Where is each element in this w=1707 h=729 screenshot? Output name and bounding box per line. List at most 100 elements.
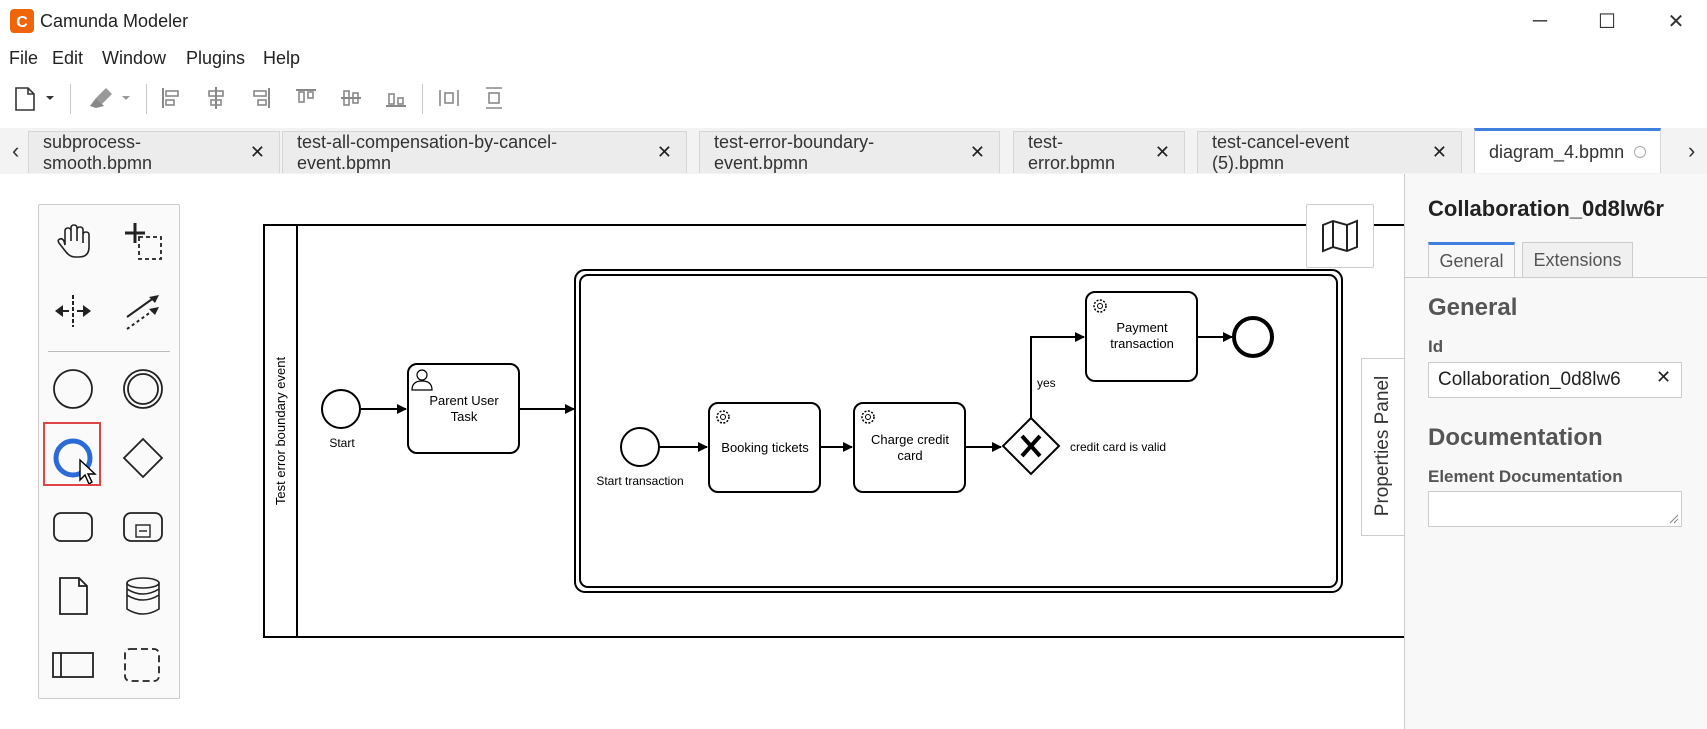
parent-user-task[interactable]: Parent User Task bbox=[407, 363, 520, 454]
menu-edit[interactable]: Edit bbox=[52, 48, 84, 68]
intermediate-event-icon bbox=[123, 369, 163, 409]
lasso-tool-button[interactable] bbox=[118, 216, 168, 266]
align-bottom-icon bbox=[386, 93, 406, 107]
create-task-button[interactable] bbox=[48, 502, 98, 552]
create-subprocess-button[interactable] bbox=[118, 502, 168, 552]
align-right-button[interactable] bbox=[248, 84, 274, 112]
close-window-button[interactable]: ✕ bbox=[1667, 10, 1685, 33]
toolbar-separator bbox=[146, 84, 147, 114]
maximize-button[interactable]: ☐ bbox=[1598, 10, 1616, 33]
charge-credit-card-task[interactable]: Charge credit card bbox=[853, 402, 966, 493]
gear-icon bbox=[861, 410, 875, 424]
gateway-icon bbox=[122, 437, 164, 479]
tab-label: subprocess-smooth.bpmn bbox=[43, 131, 153, 173]
tab-test-error-boundary-event[interactable]: test-error-boundary-event.bpmn ✕ bbox=[699, 131, 1000, 173]
id-label: Id bbox=[1428, 337, 1444, 356]
tab-scroll-right-button[interactable]: › bbox=[1688, 138, 1696, 163]
create-start-event-button[interactable] bbox=[48, 364, 98, 414]
element-documentation-input[interactable] bbox=[1428, 491, 1682, 527]
id-input[interactable] bbox=[1428, 362, 1682, 398]
create-gateway-button[interactable] bbox=[118, 433, 168, 483]
tab-test-all-compensation[interactable]: test-all-compensation-by-cancel-event.bp… bbox=[282, 131, 687, 173]
space-tool-button[interactable] bbox=[48, 286, 98, 336]
distribute-vertical-button[interactable] bbox=[481, 84, 507, 112]
menu-file[interactable]: File bbox=[9, 48, 39, 68]
tab-label: test-error-boundary-event.bpmn bbox=[714, 131, 875, 173]
create-intermediate-event-button[interactable] bbox=[118, 364, 168, 414]
pool-icon bbox=[52, 652, 94, 678]
align-center-button[interactable] bbox=[203, 84, 229, 112]
unsaved-indicator-icon bbox=[1634, 146, 1646, 158]
gear-icon bbox=[1093, 299, 1107, 313]
create-data-object-button[interactable] bbox=[48, 571, 98, 621]
toolbar-separator bbox=[70, 84, 71, 114]
map-icon bbox=[1322, 219, 1358, 253]
close-tab-icon[interactable]: ✕ bbox=[656, 142, 672, 162]
align-left-icon bbox=[162, 88, 179, 108]
align-top-button[interactable] bbox=[293, 84, 319, 112]
clear-id-button[interactable]: ✕ bbox=[1656, 367, 1672, 387]
menu-bar bbox=[0, 42, 1707, 74]
tab-scroll-left-button[interactable]: ‹ bbox=[12, 138, 20, 163]
menu-help[interactable]: Help bbox=[263, 48, 301, 68]
tab-label: diagram_4.bpmn bbox=[1489, 141, 1625, 162]
align-bottom-button[interactable] bbox=[383, 84, 409, 112]
mouse-cursor-icon bbox=[78, 458, 98, 491]
properties-panel-toggle[interactable] bbox=[1361, 358, 1406, 536]
start-event[interactable] bbox=[321, 389, 361, 429]
start-event-icon bbox=[53, 369, 93, 409]
create-end-event-button[interactable] bbox=[48, 433, 98, 483]
distribute-horizontal-icon bbox=[439, 90, 459, 106]
bpmn-diagram[interactable]: Test error boundary event Start Parent U… bbox=[0, 174, 1404, 729]
title-bar bbox=[0, 0, 1707, 42]
new-file-button[interactable] bbox=[10, 84, 56, 112]
end-event-icon bbox=[53, 438, 93, 478]
sequence-flow-yes[interactable] bbox=[1030, 332, 1085, 418]
end-event[interactable] bbox=[1232, 316, 1274, 358]
tab-test-error[interactable]: test-error.bpmn✕ bbox=[1013, 131, 1185, 173]
close-tab-icon[interactable]: ✕ bbox=[1154, 142, 1170, 162]
booking-tickets-task[interactable]: Booking tickets bbox=[708, 402, 821, 493]
tab-subprocess-smooth[interactable]: subprocess-smooth.bpmn ✕ bbox=[28, 131, 280, 173]
tab-test-cancel-event[interactable]: test-cancel-event (5).bpmn✕ bbox=[1197, 131, 1462, 173]
distribute-horizontal-button[interactable] bbox=[436, 84, 462, 112]
task-label: Payment bbox=[1116, 320, 1168, 335]
tab-diagram-4[interactable]: diagram_4.bpmn bbox=[1474, 128, 1661, 173]
align-middle-button[interactable] bbox=[338, 84, 364, 112]
create-pool-button[interactable] bbox=[48, 640, 98, 690]
create-data-store-button[interactable] bbox=[118, 571, 168, 621]
minimap-toggle-button[interactable] bbox=[1306, 204, 1374, 268]
payment-transaction-task[interactable]: Payment transaction bbox=[1085, 291, 1198, 382]
color-picker-button[interactable] bbox=[84, 84, 134, 112]
align-left-button[interactable] bbox=[158, 84, 184, 112]
align-center-icon bbox=[208, 87, 224, 109]
global-connect-tool-button[interactable] bbox=[118, 286, 168, 336]
close-tab-icon[interactable]: ✕ bbox=[969, 142, 985, 162]
app-title: Camunda Modeler bbox=[40, 11, 189, 31]
group-icon bbox=[124, 648, 160, 682]
user-icon bbox=[411, 369, 433, 391]
tab-general[interactable]: General bbox=[1428, 242, 1515, 278]
close-tab-icon[interactable]: ✕ bbox=[249, 142, 265, 162]
connect-arrow-icon bbox=[126, 295, 159, 330]
element-documentation-label: Element Documentation bbox=[1428, 467, 1623, 486]
task-label: Charge credit bbox=[871, 432, 949, 447]
data-object-icon bbox=[59, 577, 88, 615]
subprocess-icon bbox=[123, 512, 163, 542]
paint-brush-icon bbox=[90, 88, 130, 108]
menu-window[interactable]: Window bbox=[102, 48, 167, 68]
properties-panel-toggle-label: Properties Panel bbox=[1372, 375, 1393, 517]
camunda-logo-icon: C bbox=[10, 9, 34, 33]
create-group-button[interactable] bbox=[118, 640, 168, 690]
close-tab-icon[interactable]: ✕ bbox=[1431, 142, 1447, 162]
align-middle-icon bbox=[341, 90, 361, 106]
menu-plugins[interactable]: Plugins bbox=[186, 48, 246, 68]
exclusive-gateway[interactable] bbox=[1001, 416, 1061, 476]
data-store-icon bbox=[126, 577, 160, 615]
start-transaction-event[interactable] bbox=[620, 427, 660, 467]
minimize-button[interactable]: ─ bbox=[1532, 9, 1548, 32]
palette-separator bbox=[48, 351, 170, 352]
hand-tool-button[interactable] bbox=[48, 216, 98, 266]
task-label: Parent User bbox=[429, 393, 499, 408]
tab-extensions[interactable]: Extensions bbox=[1522, 242, 1633, 278]
